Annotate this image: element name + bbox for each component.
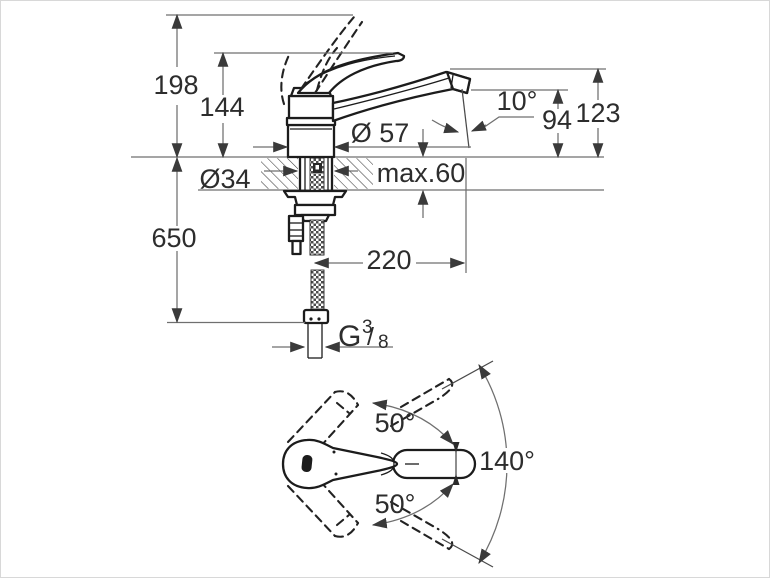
dim-overall-height: 198 [153,13,353,159]
faucet-body [285,86,337,159]
lever-position-dashed-lower [286,469,360,538]
spout-top-view [391,448,477,480]
hose-side-fitting [287,214,305,256]
dim-max-deck-thickness: max.60 [377,129,466,218]
dim-hole-diameter: Ø34 [199,164,358,194]
faucet-spout [331,70,472,123]
countertop-hatch-right [334,158,373,189]
mounting-flange [282,189,348,223]
faucet-aerator [445,70,472,95]
dim-max-deck-thickness-label: max.60 [377,158,466,188]
hose-end-fitting [302,308,330,325]
dim-spout-top-height: 123 [450,67,621,159]
dim-swivel-range: 140° [441,360,537,568]
dim-hose-length-label: 650 [151,223,196,253]
handle-top-view [281,438,399,490]
mounting-nut [293,203,337,217]
dim-lever-swing-upper-label: 50° [375,408,416,438]
dim-lever-swing-upper: 50° [371,399,454,445]
dim-spout-top-height-label: 123 [575,98,620,128]
thread-denominator-label: 8 [378,332,389,353]
dim-outlet-height: 94 [471,88,572,159]
dim-body-diameter: Ø 57 [253,118,471,153]
dim-outlet-height-label: 94 [542,105,572,135]
spout-reference-tick [452,442,460,485]
dim-outlet-angle-label: 10° [497,86,538,116]
dim-hole-diameter-label: Ø34 [199,164,250,194]
dim-overall-height-label: 198 [153,70,198,100]
dim-spout-reach: 220 [313,158,467,275]
faucet-lever-raised-dashed [280,15,364,106]
dim-outlet-angle: 10° [431,86,538,149]
thread-letter-label: G [338,320,361,353]
dim-lever-height: 144 [199,51,393,159]
top-view: 50° 50° 140° [281,360,537,568]
dim-lever-swing-lower-label: 50° [375,489,416,519]
dim-lever-swing-lower: 50° [371,483,454,529]
connection-tube [307,323,323,359]
front-view: 198 144 123 94 10° [131,13,621,359]
dim-body-diameter-label: Ø 57 [351,118,410,148]
supply-hose [302,219,330,359]
lever-position-dashed-upper [286,390,360,459]
countertop-hatch-left [261,158,298,189]
dim-hose-length: 650 [151,156,305,324]
dim-thread-size: G 3 / 8 [272,317,393,353]
dim-lever-height-label: 144 [199,92,244,122]
faucet-lever [296,51,406,95]
thread-slash-label: / [367,323,374,351]
thread-numerator-label: 3 [362,317,373,338]
dim-spout-reach-label: 220 [366,245,411,275]
dim-swivel-range-label: 140° [479,446,535,476]
